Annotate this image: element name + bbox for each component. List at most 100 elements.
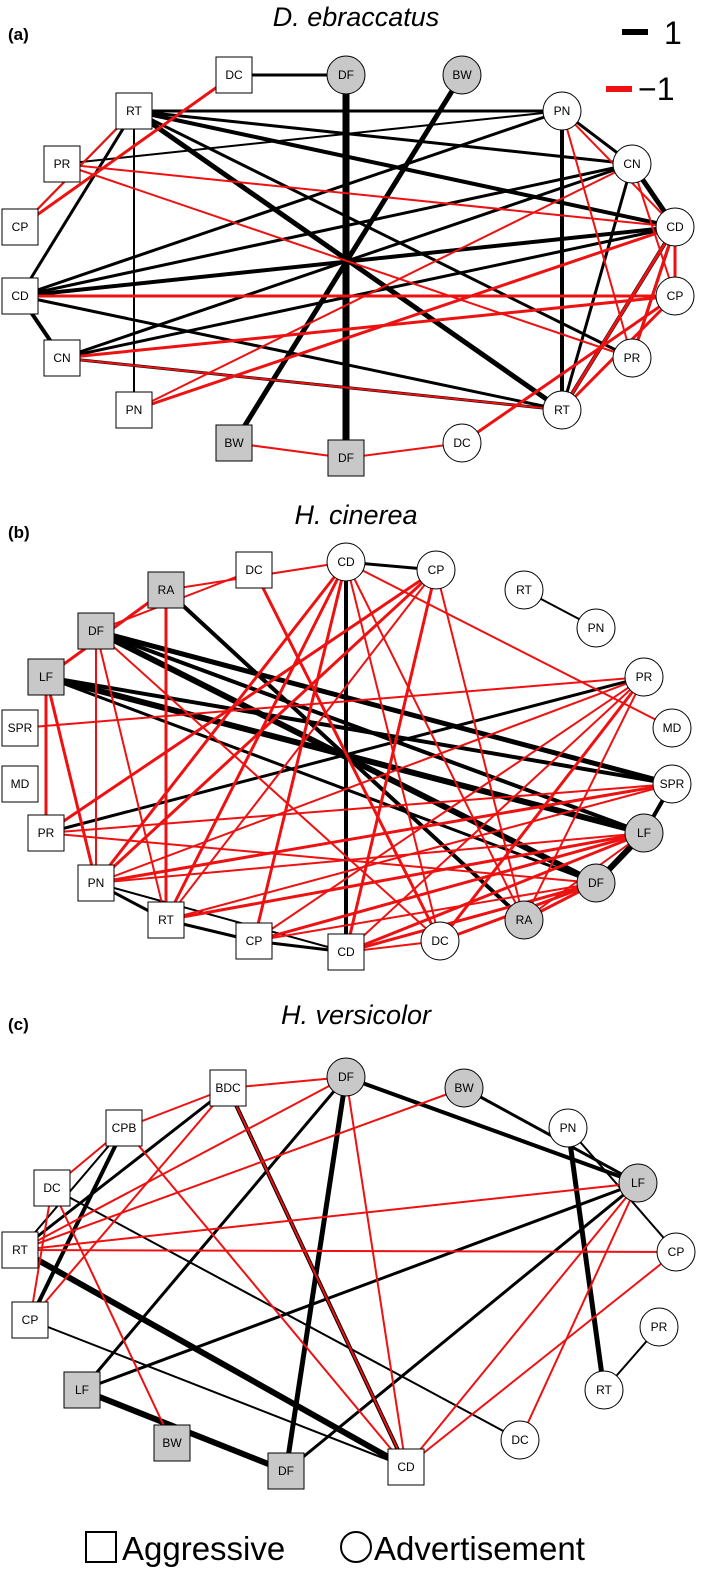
node-advertisement-SPR: SPR: [652, 764, 692, 804]
node-circle: [639, 1307, 679, 1347]
edge-RT-CN-negative: [61, 357, 563, 411]
edge-DC-CP-negative: [19, 73, 235, 229]
edge-DF-LF-positive: [345, 1075, 639, 1185]
node-square: [235, 551, 273, 589]
edge-DF-LF-positive: [80, 1076, 348, 1391]
node-advertisement-PN: PN: [548, 1108, 588, 1148]
node-square: [43, 145, 81, 183]
node-label: BW: [454, 1081, 474, 1095]
edge-RT-CP-negative: [19, 1249, 677, 1253]
node-label: DC: [453, 436, 471, 450]
node-circle: [500, 1420, 540, 1460]
panel-a-title: D. ebraccatus: [273, 2, 440, 32]
node-square: [105, 1109, 143, 1147]
legend-positive-label: 1: [664, 15, 682, 51]
node-label: CD: [337, 945, 355, 959]
panel-b-edges: [19, 560, 674, 954]
edge-CP-BDC-negative: [29, 1087, 229, 1321]
edge-DF-LF-positive: [95, 629, 645, 835]
node-aggressive-CN: CN: [43, 339, 81, 377]
node-advertisement-PR: PR: [639, 1307, 679, 1347]
node-label: CD: [397, 1460, 415, 1474]
node-circle: [326, 55, 366, 95]
node-advertisement-CD: CD: [655, 207, 695, 247]
edge-PN-CD-positive: [95, 882, 347, 953]
edge-DC-LF-negative: [519, 1182, 639, 1441]
node-advertisement-PR: PR: [612, 338, 652, 378]
edge-CD-RT-positive: [19, 294, 563, 412]
node-circle: [656, 1232, 696, 1272]
panel-b: (b) H. cinerea DCRADFLFSPRMDPRPNRTCPCDDC…: [1, 500, 692, 971]
edge-CD-DF-negative: [345, 1076, 407, 1468]
panel-c-letter: (c): [8, 1015, 29, 1034]
node-label: DF: [338, 1070, 354, 1084]
node-label: CP: [246, 934, 263, 948]
node-advertisement-CP: CP: [656, 1232, 696, 1272]
node-label: RT: [596, 1383, 612, 1397]
node-advertisement-CP: CP: [416, 550, 456, 590]
node-circle: [442, 423, 482, 463]
edge-RA-CD-negative: [345, 561, 525, 921]
node-label: CD: [666, 220, 684, 234]
node-aggressive-CP: CP: [1, 208, 39, 246]
edge-CN-CD-positive: [61, 225, 676, 360]
edge-RT-PR-positive: [133, 109, 633, 360]
node-label: RA: [516, 913, 533, 927]
node-label: DC: [245, 563, 263, 577]
node-label: DF: [88, 624, 104, 638]
node-advertisement-LF: LF: [624, 813, 664, 853]
node-square: [33, 1169, 71, 1207]
node-label: DF: [588, 876, 604, 890]
node-square: [147, 901, 185, 939]
node-label: RT: [12, 1243, 28, 1257]
node-label: MD: [11, 777, 30, 791]
node-label: DC: [43, 1181, 61, 1195]
node-square: [63, 1371, 101, 1409]
edge-PN-PR-negative: [561, 110, 633, 359]
node-label: CN: [623, 157, 640, 171]
panel-c-title: H. versicolor: [281, 1000, 432, 1030]
edge-RT-DF-negative: [19, 1076, 347, 1251]
edge-DC-CP-negative: [29, 1187, 53, 1321]
node-label: CPB: [112, 1121, 137, 1135]
node-circle: [652, 764, 692, 804]
node-circle: [576, 608, 616, 648]
edge-DF-SPR-positive: [95, 628, 673, 787]
node-square: [1, 709, 39, 747]
node-circle: [416, 550, 456, 590]
node-label: SPR: [8, 721, 33, 735]
edge-CP-RT-negative: [165, 569, 437, 921]
edge-PN-PR-negative: [95, 676, 645, 884]
edge-DC-CP-negative: [461, 294, 676, 445]
node-circle: [548, 1108, 588, 1148]
node-aggressive-SPR: SPR: [1, 709, 39, 747]
panel-b-nodes: DCRADFLFSPRMDPRPNRTCPCDDCRADFLFSPRMDPRPN…: [1, 542, 692, 971]
edge-RT-BW-negative: [19, 1087, 465, 1251]
node-label: MD: [663, 721, 682, 735]
node-circle: [624, 813, 664, 853]
edge-PR-CD-negative: [345, 676, 645, 953]
edge-RT-LF-negative: [19, 1182, 639, 1251]
node-circle: [442, 55, 482, 95]
node-label: RT: [158, 913, 174, 927]
node-square: [235, 922, 273, 960]
node-advertisement-MD: MD: [652, 708, 692, 748]
node-label: DF: [278, 1464, 294, 1478]
node-aggressive-LF: LF: [63, 1371, 101, 1409]
edge-LF-PN-negative: [44, 676, 98, 884]
node-advertisement-LF: LF: [618, 1163, 658, 1203]
edge-PR-CP-negative: [45, 568, 437, 835]
node-circle: [618, 1163, 658, 1203]
node-label: RT: [554, 403, 570, 417]
node-advertisement-PN: PN: [576, 608, 616, 648]
node-advertisement-DC: DC: [420, 921, 460, 961]
node-advertisement-RT: RT: [504, 570, 544, 610]
edge-PR-CD-negative: [630, 226, 677, 359]
node-advertisement-BW: BW: [444, 1068, 484, 1108]
edge-RT-CD-negative: [164, 561, 348, 921]
node-aggressive-CPB: CPB: [105, 1109, 143, 1147]
node-square: [115, 391, 153, 429]
node-label: DC: [225, 68, 243, 82]
